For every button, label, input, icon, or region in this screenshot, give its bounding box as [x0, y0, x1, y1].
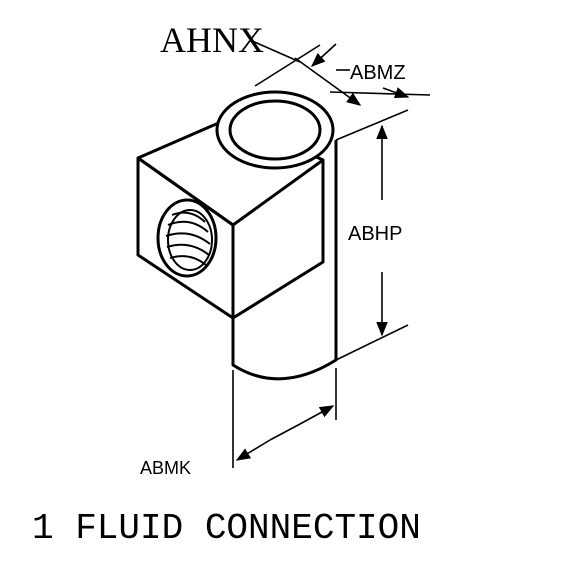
outer-diameter-dimension	[254, 43, 431, 106]
lower-cylinder	[231, 140, 338, 381]
block-side-edge	[232, 160, 325, 320]
top-label-leader	[249, 39, 301, 63]
fitting-body	[136, 90, 338, 381]
bottom-diameter-label: ABMK	[140, 458, 191, 478]
height-dimension	[335, 109, 409, 361]
threaded-port	[156, 198, 218, 278]
outer-diameter-label: ABMZ	[350, 62, 406, 84]
top-inner-ring	[228, 99, 322, 161]
top-callout-label: AHNX	[160, 20, 264, 60]
height-label: ABHP	[348, 223, 402, 245]
figure-caption: 1 FLUID CONNECTION	[32, 508, 421, 549]
bottom-diameter-dimension	[232, 368, 337, 468]
top-outer-ring	[215, 90, 335, 170]
